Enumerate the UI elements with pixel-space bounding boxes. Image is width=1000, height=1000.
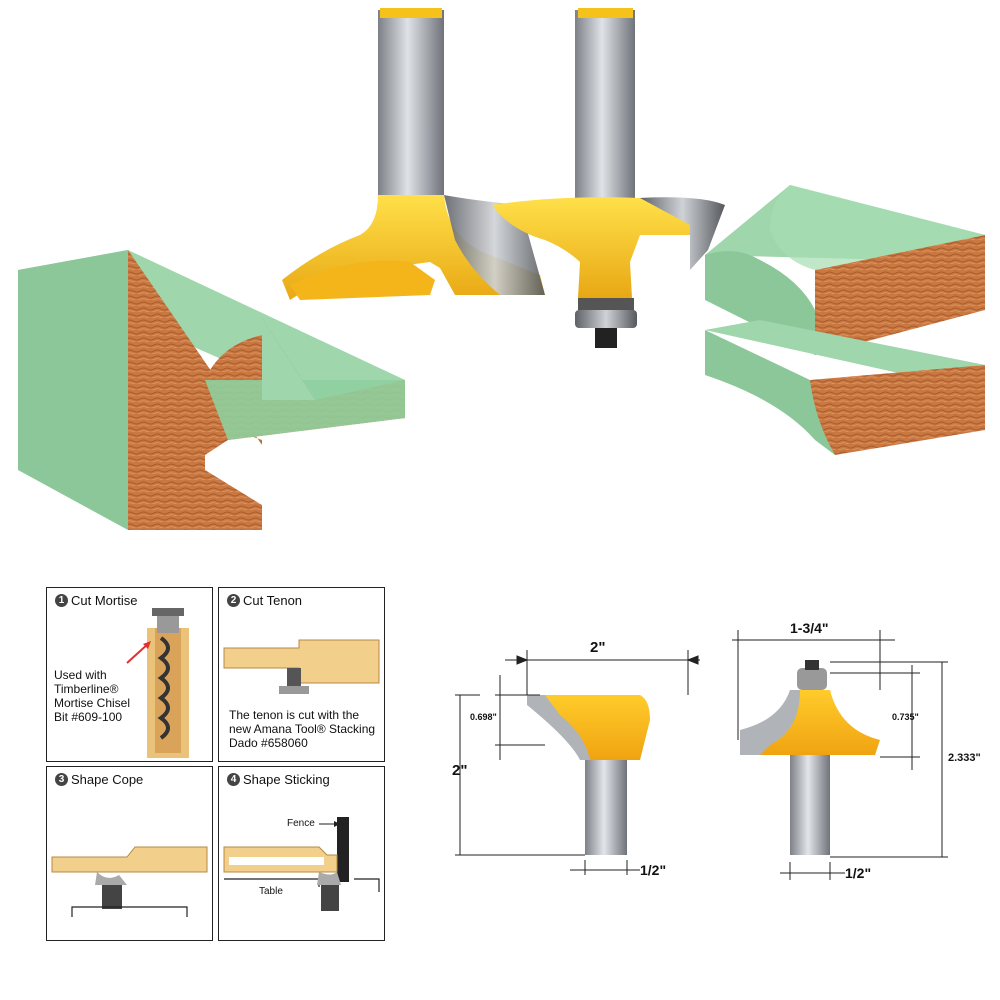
right-wood-profile-bottom <box>705 320 985 455</box>
fence-label: Fence <box>287 818 315 829</box>
product-illustration <box>18 8 985 530</box>
right-router-bit <box>492 8 725 348</box>
step-number-3: 3 <box>55 773 68 786</box>
right-bit-dimensioned <box>740 660 880 855</box>
step-number-4: 4 <box>227 773 240 786</box>
right-wood-profile-top <box>705 185 985 355</box>
left-bit-dimensioned <box>527 695 650 855</box>
dimension-lines <box>455 630 948 880</box>
left-router-bit <box>282 8 545 300</box>
step-title-2: 2 Cut Tenon <box>227 593 302 608</box>
step-note-1: Used with Timberline® Mortise Chisel Bit… <box>54 668 131 724</box>
left-bit-width-label: 2" <box>590 639 606 656</box>
left-bit-total-height-label: 2" <box>452 762 468 779</box>
step-note-2: The tenon is cut with the new Amana Tool… <box>229 708 376 750</box>
tenon-illustration <box>223 639 380 694</box>
step-panel-3: 3 Shape Cope <box>46 766 213 941</box>
step-number-1: 1 <box>55 594 68 607</box>
step-panel-4: 4 Shape Sticking Fence Table <box>218 766 385 941</box>
left-bit-shank-label: 1/2" <box>640 862 667 878</box>
right-bit-width-label: 1-3/4" <box>790 620 829 636</box>
right-bit-shank-label: 1/2" <box>845 865 872 881</box>
right-bit-cut-height-label: 0.735" <box>892 712 919 722</box>
left-bit-cut-height-label: 0.698" <box>470 712 497 722</box>
step-title-3: 3 Shape Cope <box>55 772 143 787</box>
left-wood-profile <box>18 250 405 530</box>
step-title-4: 4 Shape Sticking <box>227 772 330 787</box>
right-bit-total-height-label: 2.333" <box>948 752 981 764</box>
step-number-2: 2 <box>227 594 240 607</box>
step-panel-2: 2 Cut Tenon The tenon is cut with the ne… <box>218 587 385 762</box>
mortise-illustration <box>126 608 189 758</box>
step-title-1: 1 Cut Mortise <box>55 593 137 608</box>
sticking-illustration <box>223 817 380 911</box>
step-panel-1: 1 Cut Mortise Used with Timberline® Mort… <box>46 587 213 762</box>
table-label: Table <box>259 886 283 897</box>
cope-illustration <box>51 846 208 917</box>
